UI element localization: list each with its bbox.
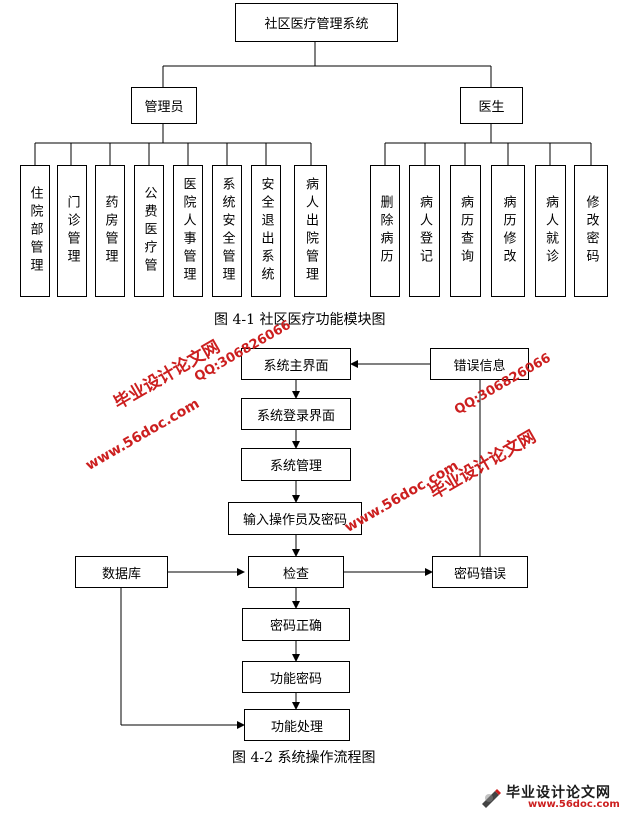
admin-child-label: 住院部管理 — [27, 186, 43, 276]
flow-func-pwd-label: 功能密码 — [269, 671, 322, 687]
admin-child-inpatient: 住院部管理 — [20, 165, 50, 297]
admin-child-label: 门诊管理 — [64, 195, 80, 267]
figure-caption-2: 图 4-2 系统操作流程图 — [232, 750, 376, 766]
admin-child-pharmacy: 药房管理 — [95, 165, 125, 297]
flow-database-label: 数据库 — [101, 566, 141, 582]
root-node: 社区医疗管理系统 — [235, 3, 398, 42]
admin-child-hr: 医院人事管理 — [173, 165, 203, 297]
admin-child-public-medical: 公费医疗管 — [134, 165, 164, 297]
flow-main-ui-label: 系统主界面 — [263, 358, 329, 374]
flow-func-proc-label: 功能处理 — [270, 719, 323, 735]
admin-child-label: 病人出院管理 — [303, 177, 318, 285]
doctor-child-modify: 病历修改 — [491, 165, 525, 297]
doctor-child-label: 病历修改 — [500, 195, 516, 267]
pencil-icon — [482, 789, 501, 808]
flow-pwd-error-label: 密码错误 — [453, 566, 506, 582]
flow-pwd-ok: 密码正确 — [242, 608, 350, 641]
admin-child-label: 系统安全管理 — [219, 177, 235, 285]
flow-func-pwd: 功能密码 — [242, 661, 350, 693]
doctor-child-delete-record: 删除病历 — [370, 165, 400, 297]
figure-caption-1: 图 4-1 社区医疗功能模块图 — [214, 312, 386, 328]
admin-child-logout: 安全退出系统 — [251, 165, 281, 297]
admin-child-label: 药房管理 — [102, 195, 118, 267]
doctor-child-query: 病历查询 — [450, 165, 481, 297]
flow-main-ui: 系统主界面 — [241, 348, 351, 380]
flow-database: 数据库 — [75, 556, 168, 588]
flow-pwd-error: 密码错误 — [432, 556, 528, 588]
flow-error-info: 错误信息 — [430, 348, 529, 380]
admin-child-discharge: 病人出院管理 — [294, 165, 327, 297]
flow-func-proc: 功能处理 — [244, 709, 350, 741]
flow-sys-mgmt: 系统管理 — [241, 448, 351, 481]
doctor-child-label: 病人就诊 — [543, 195, 558, 267]
admin-child-security: 系统安全管理 — [212, 165, 242, 297]
site-logo: 毕业设计论文网 www.56doc.com — [480, 782, 632, 812]
doctor-node-label: 医生 — [478, 100, 505, 115]
admin-child-label: 安全退出系统 — [258, 177, 274, 285]
admin-node: 管理员 — [131, 87, 197, 124]
flow-check: 检查 — [248, 556, 344, 588]
flow-error-info-label: 错误信息 — [453, 358, 506, 374]
flow-check-label: 检查 — [282, 566, 309, 582]
admin-node-label: 管理员 — [144, 100, 184, 115]
admin-child-label: 医院人事管理 — [180, 177, 196, 285]
flow-login-ui: 系统登录界面 — [241, 398, 351, 430]
flow-input: 输入操作员及密码 — [228, 502, 362, 535]
doctor-child-label: 修改密码 — [583, 195, 599, 267]
doctor-node: 医生 — [460, 87, 523, 124]
doctor-child-visit: 病人就诊 — [535, 165, 566, 297]
flow-pwd-ok-label: 密码正确 — [269, 619, 322, 634]
flow-input-label: 输入操作员及密码 — [242, 513, 347, 528]
doctor-child-label: 删除病历 — [377, 195, 393, 267]
doctor-child-label: 病人登记 — [417, 195, 432, 267]
flow-sys-mgmt-label: 系统管理 — [269, 459, 322, 474]
logo-text: 毕业设计论文网 — [506, 785, 611, 801]
admin-child-label: 公费医疗管 — [141, 186, 157, 276]
admin-child-outpatient: 门诊管理 — [57, 165, 87, 297]
flow-login-ui-label: 系统登录界面 — [256, 408, 335, 424]
doctor-child-change-password: 修改密码 — [574, 165, 608, 297]
doctor-child-label: 病历查询 — [458, 195, 473, 267]
doctor-child-register: 病人登记 — [409, 165, 440, 297]
root-node-label: 社区医疗管理系统 — [264, 17, 369, 32]
logo-url: www.56doc.com — [528, 799, 620, 810]
